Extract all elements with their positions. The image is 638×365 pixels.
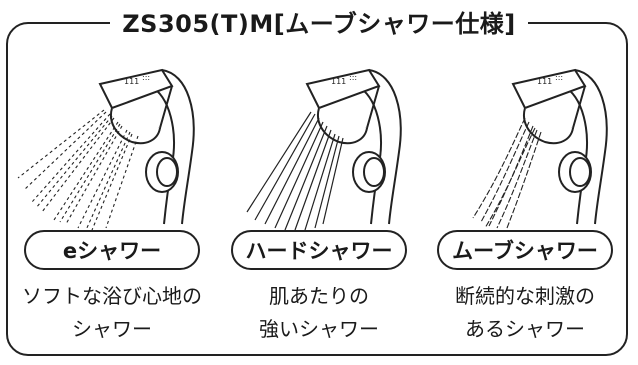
mode-panel-move-shower: 111 ::: ムーブシャワー 断続的な刺激の あるシャワー <box>425 52 625 352</box>
svg-text:111: 111 <box>124 77 139 86</box>
move-shower-description: 断続的な刺激の あるシャワー <box>425 280 625 346</box>
hard-shower-desc-line2: 強いシャワー <box>259 317 379 341</box>
e-shower-desc-line2: シャワー <box>72 317 152 341</box>
svg-text:111: 111 <box>537 77 552 86</box>
e-shower-desc-line1: ソフトな浴び心地の <box>22 284 202 308</box>
title-wrap: ZS305(T)M[ムーブシャワー仕様] <box>0 4 638 39</box>
move-shower-desc-line1: 断続的な刺激の <box>455 284 595 308</box>
mode-panel-hard-shower: 111 ::: ハードシャワー 肌あたりの 強いシャワー <box>219 52 419 352</box>
move-shower-label: ムーブシャワー <box>437 230 613 270</box>
showerhead-soft-spray-icon: 111 ::: <box>17 68 195 231</box>
e-shower-description: ソフトな浴び心地の シャワー <box>12 280 212 346</box>
hard-shower-label: ハードシャワー <box>231 230 407 270</box>
page-title: ZS305(T)M[ムーブシャワー仕様] <box>110 10 528 38</box>
showerhead-move-spray-icon: 111 ::: <box>472 68 608 229</box>
svg-text::::: ::: <box>555 73 563 82</box>
hard-shower-description: 肌あたりの 強いシャワー <box>219 280 419 346</box>
e-shower-label: eシャワー <box>24 230 200 270</box>
mode-panel-e-shower: 111 ::: eシャワー ソフトな浴び心地の シャワー <box>12 52 212 352</box>
svg-text:111: 111 <box>331 77 346 86</box>
svg-text::::: ::: <box>142 73 150 82</box>
hard-shower-desc-line1: 肌あたりの <box>269 284 369 308</box>
move-shower-desc-line2: あるシャワー <box>465 317 585 341</box>
showerhead-hard-spray-icon: 111 ::: <box>246 68 402 231</box>
svg-text::::: ::: <box>349 73 357 82</box>
